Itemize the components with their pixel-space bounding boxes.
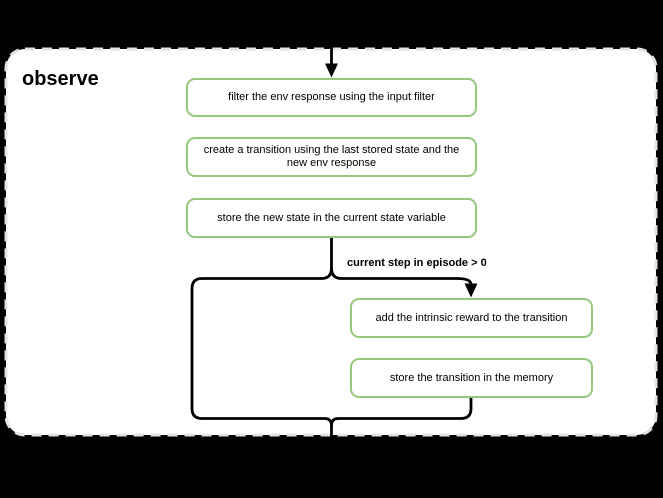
diagram-title: observe: [22, 68, 99, 90]
step-label: store the transition in the memory: [389, 371, 554, 384]
branch-condition-label: current step in episode > 0: [347, 257, 487, 269]
edge-false-branch: [190, 238, 333, 446]
edge-true-branch: [330, 267, 473, 285]
arrowhead-entry: [325, 63, 338, 78]
step-label: add the intrinsic reward to the transiti…: [375, 311, 568, 324]
edge-merge-right: [330, 398, 473, 426]
step-box-store-transition: store the transition in the memory: [350, 358, 593, 398]
step-box-filter-env-response: filter the env response using the input …: [186, 78, 477, 117]
step-box-add-intrinsic-reward: add the intrinsic reward to the transiti…: [350, 298, 593, 338]
step-box-create-transition: create a transition using the last store…: [186, 137, 477, 177]
step-box-store-new-state: store the new state in the current state…: [186, 198, 477, 238]
step-label: create a transition using the last store…: [203, 144, 460, 169]
step-label: filter the env response using the input …: [228, 91, 435, 103]
arrowhead-true-branch: [464, 283, 478, 298]
step-label: store the new state in the current state…: [217, 211, 446, 224]
